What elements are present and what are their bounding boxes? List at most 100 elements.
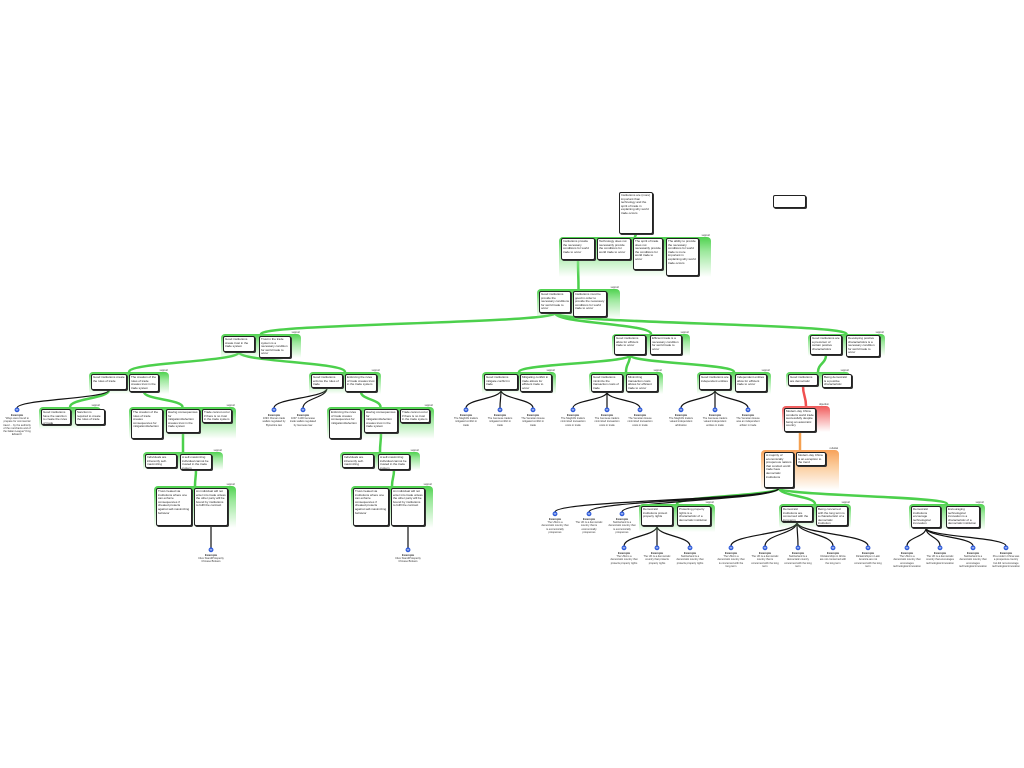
support-premise[interactable]: Democratic institutions encourage techno…	[911, 506, 941, 528]
example-node[interactable]: ❂Example"Ways were found to prepare for …	[3, 408, 31, 436]
group-type-label: support	[424, 403, 433, 407]
support-premise[interactable]: Institutions provide the necessary condi…	[561, 238, 595, 260]
support-premise[interactable]: Sanction is required to create the rules…	[75, 409, 105, 425]
support-premise[interactable]: Efficient trade is a necessary condition…	[650, 335, 682, 355]
support-premise[interactable]: Good institutions are democratic	[788, 374, 818, 386]
support-premise[interactable]: An individual will not enter into trade …	[194, 488, 228, 526]
support-premise[interactable]: The spirit of trade does not necessarily…	[633, 238, 663, 270]
support-premise[interactable]: Encouraging technological innovation is …	[946, 506, 980, 528]
support-premise[interactable]: Good institutions create the rules of tr…	[91, 374, 127, 390]
support-premise[interactable]: Trade cannot occur if there is no trust …	[202, 409, 232, 423]
support-premise[interactable]: Minimizing transaction costs allows for …	[626, 374, 658, 392]
support-premise[interactable]: Trade cannot occur if there is no trust …	[400, 409, 430, 423]
support-premise[interactable]: Individuals are inherently self-maximizi…	[342, 454, 374, 468]
support-premise[interactable]: Institutions must be good in order to pr…	[573, 291, 607, 317]
example-icon: ❂	[865, 546, 871, 552]
support-premise[interactable]: Good institutions are independent entiti…	[699, 374, 731, 390]
example-text: The UK is a democratic country that prot…	[643, 555, 671, 565]
support-premise[interactable]: Trust created via institutions where one…	[353, 488, 389, 526]
example-label: Example	[791, 551, 805, 555]
example-icon: ❂	[621, 546, 627, 552]
group-type-label: support	[226, 482, 235, 486]
support-premise[interactable]: Having consequences for mitigation/defec…	[166, 409, 200, 433]
support-premise[interactable]: Good institutions provide the necessary …	[539, 291, 571, 313]
example-icon: ❂	[300, 408, 306, 414]
support-premise[interactable]: Being concerned with the long term is a …	[816, 506, 848, 526]
support-premise[interactable]: Good institutions minimize the transacti…	[591, 374, 623, 392]
support-link	[259, 311, 557, 336]
support-link	[816, 354, 828, 373]
support-premise[interactable]: Enforcing the rules of trade creates tru…	[345, 374, 377, 392]
support-premise[interactable]: Enforcing the rules of trade creates con…	[329, 409, 361, 439]
support-premise[interactable]: Mitigating conflict in trade allows for …	[520, 374, 552, 392]
example-label: Example	[933, 551, 947, 555]
support-premise[interactable]: Being democratic is a positive character…	[822, 374, 852, 388]
support-premise[interactable]: Good institutions enforce the rules of t…	[311, 374, 343, 388]
support-premise[interactable]: Independent entities allow for efficient…	[735, 374, 767, 392]
support-premise[interactable]: Good institutions create trust in the tr…	[223, 336, 255, 352]
support-premise[interactable]: The creation of the rules of trade creat…	[129, 374, 159, 392]
support-premise[interactable]: Trust in the trade system is a necessary…	[259, 336, 291, 358]
example-label: Example	[615, 517, 629, 521]
example-icon: ❂	[937, 546, 943, 552]
support-premise[interactable]: Good institutions allow for efficient tr…	[614, 335, 646, 355]
main-contention[interactable]: Institutions are (more) important than t…	[619, 192, 653, 234]
support-premise[interactable]: Good institutions mitigate conflict in t…	[484, 374, 518, 390]
objection-premise[interactable]: Modern-day China conducts world trade su…	[784, 408, 816, 432]
example-icon: ❂	[712, 408, 718, 414]
support-premise[interactable]: A self-maximizing individual cannot be t…	[180, 454, 212, 470]
support-premise[interactable]: Democratic institutions protect property…	[641, 506, 673, 526]
rebuttal-premise[interactable]: A majority of economically prosperous na…	[764, 452, 794, 488]
support-premise[interactable]: Good institutions have the sanction to c…	[41, 409, 71, 425]
support-premise[interactable]: The creation of the rules of trade creat…	[131, 409, 163, 439]
support-premise[interactable]: A self-maximizing individual cannot be t…	[378, 454, 410, 470]
support-premise[interactable]: Protecting property rights is a characte…	[677, 506, 711, 526]
support-premise[interactable]: Good institutions are a precursor of cer…	[810, 335, 842, 355]
support-premise[interactable]: Democratic institutions are concerned wi…	[781, 506, 813, 522]
support-premise[interactable]: The ability to provide the necessary con…	[666, 238, 699, 276]
support-premise[interactable]: Individuals are inherently self-maximizi…	[145, 454, 177, 468]
group-type-label: support	[875, 330, 884, 334]
example-text: The Venetian House minimized transaction…	[627, 417, 653, 427]
support-premise[interactable]: Technology does not necessarily provide …	[597, 238, 631, 260]
example-text: Clive Stand/Prosperity Chinese Brokers	[395, 557, 421, 564]
empty-claim-box[interactable]	[773, 195, 806, 208]
support-premise[interactable]: An individual will not enter into trade …	[391, 488, 425, 526]
rebuttal-premise[interactable]: Modern-day China is an exception to the …	[796, 452, 826, 466]
example-icon: ❂	[762, 546, 768, 552]
support-premise[interactable]: Trust created via institutions where one…	[156, 488, 192, 526]
example-label: Example	[650, 551, 664, 555]
support-premise[interactable]: Developing positive characteristics is a…	[846, 335, 880, 357]
example-icon: ❂	[637, 408, 643, 414]
example-text: Dictatorships in Africa are not concerne…	[819, 555, 847, 565]
support-premise[interactable]: Having consequences for mitigation/defec…	[364, 409, 398, 433]
